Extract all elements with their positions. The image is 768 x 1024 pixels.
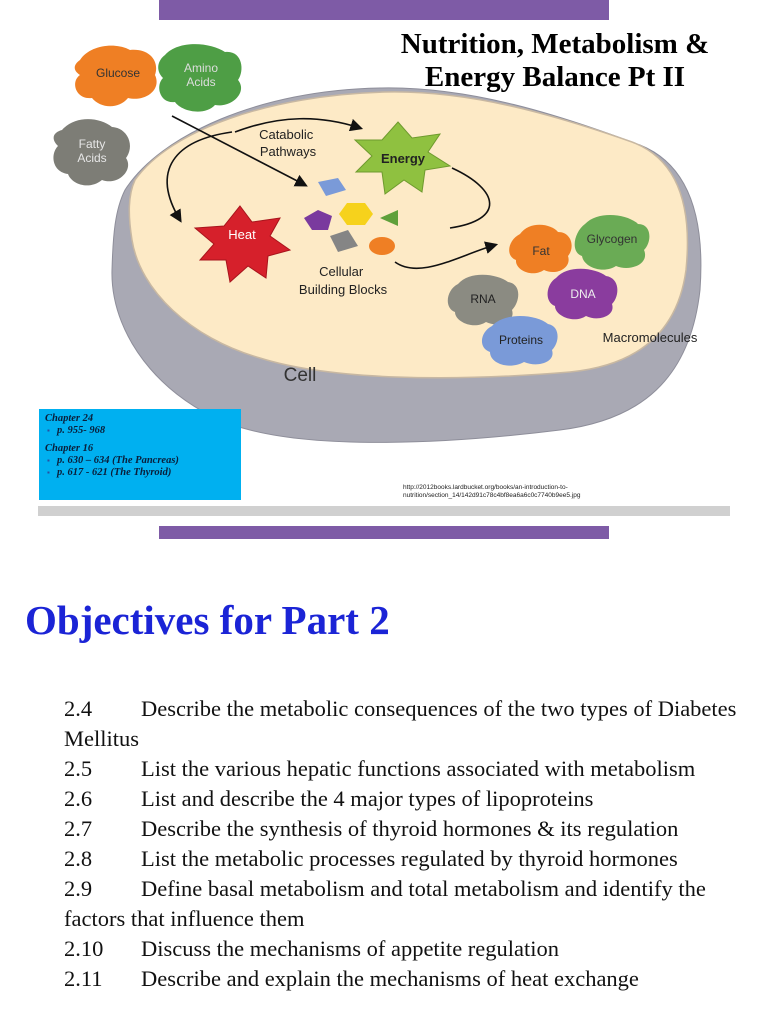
objectives-title: Objectives for Part 2 — [25, 597, 390, 643]
objective-text: List the various hepatic functions assoc… — [141, 756, 696, 781]
glucose-blob — [74, 45, 157, 107]
proteins-label: Proteins — [499, 333, 543, 347]
objective-text: Define basal metabolism and total metabo… — [64, 876, 706, 931]
chapter-16-heading: Chapter 16 — [45, 443, 94, 454]
flow-arrow-to-heat — [166, 131, 233, 223]
flow-arrow-to-macromolecules — [394, 241, 499, 270]
objective-item: 2.11 Describe and explain the mechanisms … — [64, 964, 764, 994]
slide1-title-line2: Energy Balance Pt II — [424, 61, 686, 93]
dna-blob — [547, 268, 618, 320]
fatty-acids-blob — [53, 119, 130, 186]
flow-arrow-energy-to-macro — [449, 167, 491, 229]
objective-item: 2.10 Discuss the mechanisms of appetite r… — [64, 934, 764, 964]
objective-item: 2.7 Describe the synthesis of thyroid hor… — [64, 814, 764, 844]
amino-acids-blob — [158, 44, 242, 112]
glycogen-blob — [574, 214, 650, 270]
objective-text: Describe and explain the mechanisms of h… — [141, 966, 639, 991]
slide-top-bar — [159, 0, 609, 20]
slide1-title: Nutrition, Metabolism & Energy Balance P… — [350, 28, 760, 94]
objective-number: 2.5 — [64, 756, 93, 781]
slide1-title-line1: Nutrition, Metabolism & — [400, 28, 710, 60]
heat-star — [193, 205, 292, 283]
objective-item: 2.5 List the various hepatic functions as… — [64, 754, 764, 784]
objective-number: 2.7 — [64, 816, 93, 841]
chapter-reference-box: Chapter 24 p. 955- 968 Chapter 16 p. 630… — [39, 409, 241, 500]
block-green-triangle — [380, 210, 398, 226]
flow-arrow-entry — [171, 115, 308, 187]
block-orange-oval — [369, 237, 395, 255]
proteins-blob — [481, 316, 558, 366]
flow-arrow-to-energy — [234, 117, 364, 133]
building-blocks-label: Cellular Building Blocks — [299, 264, 388, 297]
objective-text: Discuss the mechanisms of appetite regul… — [141, 936, 560, 961]
chapter-16-pages-pancreas: p. 630 – 634 (The Pancreas) — [45, 455, 235, 467]
block-blue-diamond — [318, 178, 346, 196]
glucose-label: Glucose — [96, 66, 140, 80]
objective-item: 2.6 List and describe the 4 major types o… — [64, 784, 764, 814]
objective-text: List the metabolic processes regulated b… — [141, 846, 678, 871]
objective-text: Describe the synthesis of thyroid hormon… — [141, 816, 679, 841]
rna-blob — [447, 274, 519, 326]
glycogen-label: Glycogen — [587, 232, 638, 246]
objective-number: 2.6 — [64, 786, 93, 811]
chapter-24-pages: p. 955- 968 — [45, 425, 235, 437]
objective-item: 2.8 List the metabolic processes regulate… — [64, 844, 764, 874]
image-source-url: http://2012books.lardbucket.org/books/an… — [403, 484, 581, 499]
objective-number: 2.8 — [64, 846, 93, 871]
fat-blob — [509, 224, 572, 274]
objective-text: List and describe the 4 major types of l… — [141, 786, 594, 811]
rna-label: RNA — [470, 292, 495, 306]
heat-label: Heat — [228, 227, 256, 242]
objective-number: 2.11 — [64, 966, 103, 991]
cell-label: Cell — [284, 365, 317, 386]
chapter-24-heading: Chapter 24 — [45, 413, 94, 424]
objective-number: 2.9 — [64, 876, 93, 901]
cell-cytoplasm — [128, 91, 689, 379]
energy-star — [353, 121, 452, 195]
energy-label: Energy — [381, 151, 426, 166]
dna-label: DNA — [570, 287, 595, 301]
catabolic-label: Catabolic Pathways — [259, 127, 317, 159]
fat-label: Fat — [532, 244, 550, 258]
objective-number: 2.10 — [64, 936, 104, 961]
macromolecules-label: Macromolecules — [603, 330, 698, 345]
block-yellow-hexagon — [339, 203, 373, 225]
block-purple-pentagon — [304, 210, 332, 230]
block-gray-square — [330, 230, 358, 252]
chapter-16-pages-thyroid: p. 617 - 621 (The Thyroid) — [45, 467, 235, 479]
objective-text: Describe the metabolic consequences of t… — [64, 696, 737, 751]
slide2-top-bar — [159, 526, 609, 539]
slide-divider — [38, 506, 730, 516]
objective-number: 2.4 — [64, 696, 93, 721]
